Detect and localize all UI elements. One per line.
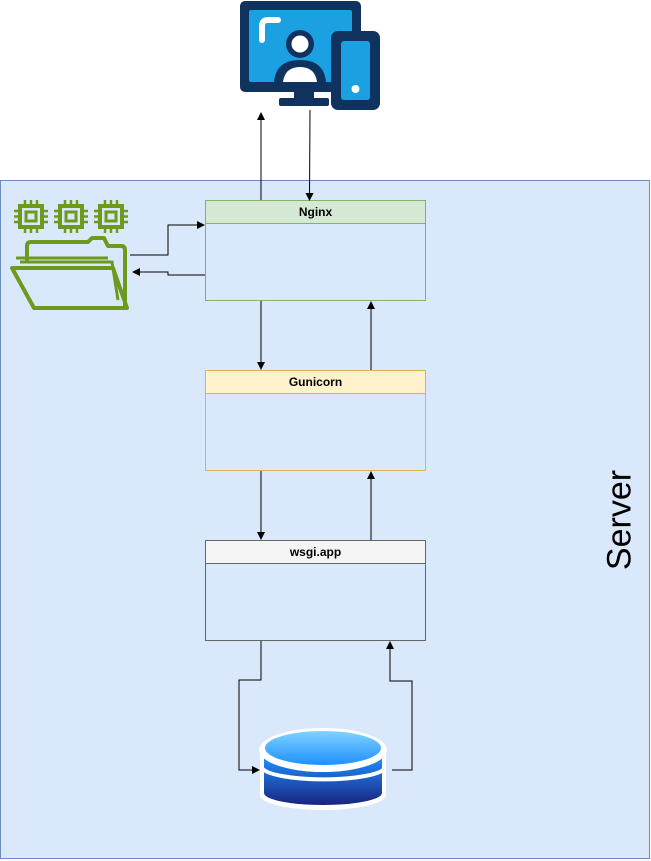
database-cylinder-icon bbox=[259, 728, 387, 810]
wsgi-app-node[interactable]: wsgi.app bbox=[205, 540, 426, 641]
edge-database-to-wsgi bbox=[386, 641, 413, 771]
gunicorn-title: Gunicorn bbox=[206, 371, 425, 394]
monitor-and-phone-user-icon bbox=[240, 1, 380, 110]
edge-wsgi-to-database bbox=[238, 641, 262, 774]
edge-files-to-nginx bbox=[130, 221, 205, 256]
nginx-title: Nginx bbox=[206, 201, 425, 224]
gunicorn-node[interactable]: Gunicorn bbox=[205, 370, 426, 471]
nginx-node[interactable]: Nginx bbox=[205, 200, 426, 301]
wsgi-app-title: wsgi.app bbox=[206, 541, 425, 564]
folder-with-chips-icon bbox=[10, 200, 129, 310]
edge-nginx-to-files bbox=[132, 268, 205, 276]
connectors bbox=[130, 109, 413, 774]
edge-client-to-nginx bbox=[305, 109, 314, 201]
